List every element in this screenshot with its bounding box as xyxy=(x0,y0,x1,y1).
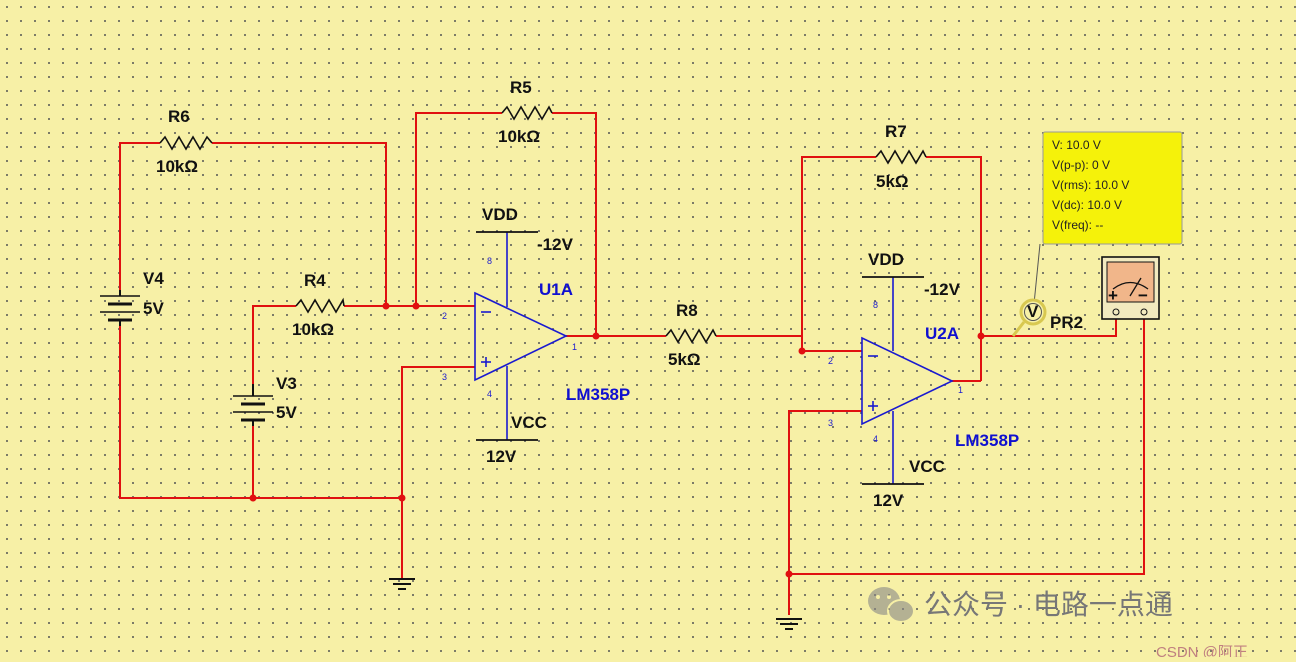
voltmeter[interactable] xyxy=(1101,256,1160,320)
ground-symbol-1 xyxy=(389,575,415,590)
probe-tip xyxy=(1011,321,1026,337)
u1-part: LM358P xyxy=(566,385,630,404)
u1-pin-top: 8 xyxy=(487,256,492,266)
v4-name: V4 xyxy=(143,269,164,288)
r6-symbol xyxy=(159,135,213,151)
wire-v3-r4 xyxy=(252,305,296,384)
r4-name: R4 xyxy=(304,271,326,290)
wire-u1plus-gnd xyxy=(401,366,475,575)
wire-r6-node xyxy=(212,142,387,306)
u2-vcc: VCC xyxy=(909,457,945,476)
r5-value: 10kΩ xyxy=(498,127,540,146)
u2-pin-top: 8 xyxy=(873,300,878,310)
wechat-icon xyxy=(868,587,915,623)
wires xyxy=(119,112,1145,615)
probe-symbol: V xyxy=(1027,302,1039,321)
reading-vpp: V(p-p): 0 V xyxy=(1052,158,1110,172)
wire-r5-right xyxy=(552,112,597,336)
wire-meter-minus xyxy=(789,318,1145,575)
r7-symbol xyxy=(875,149,927,165)
watermark-credit: CSDN @阿正 xyxy=(1156,644,1248,657)
r8-symbol xyxy=(665,328,717,344)
u1-vdd: VDD xyxy=(482,205,518,224)
meter-minus-label: − xyxy=(1138,286,1148,305)
meter-plus-label: + xyxy=(1108,286,1118,305)
wire-r7-right xyxy=(926,156,982,381)
r7-value: 5kΩ xyxy=(876,172,909,191)
reading-vdc: V(dc): 10.0 V xyxy=(1052,198,1122,212)
wire-r5-left xyxy=(415,112,502,306)
wire-v4-r6 xyxy=(119,142,160,290)
r6-name: R6 xyxy=(168,107,190,126)
r8-value: 5kΩ xyxy=(668,350,701,369)
u2-pin-minus: 2 xyxy=(828,356,833,366)
u1-vcc-value: 12V xyxy=(486,447,517,466)
u2-pin-plus: 3 xyxy=(828,418,833,428)
u2-vdd-value: -12V xyxy=(924,280,961,299)
u1-pin-bottom: 4 xyxy=(487,389,492,399)
u2-part: LM358P xyxy=(955,431,1019,450)
reading-v: V: 10.0 V xyxy=(1052,138,1101,152)
u1-pin-minus: 2 xyxy=(442,311,447,321)
u2-opamp[interactable] xyxy=(861,277,954,484)
r7-name: R7 xyxy=(885,122,907,141)
v3-value: 5V xyxy=(276,403,297,422)
u2-pin-bottom: 4 xyxy=(873,434,878,444)
u2-name: U2A xyxy=(925,324,959,343)
u1-vcc: VCC xyxy=(511,413,547,432)
u2-pin-out: 1 xyxy=(958,385,963,395)
watermark-text: 公众号 · 电路一点通 xyxy=(924,589,1173,620)
u2-vcc-value: 12V xyxy=(873,491,904,510)
resistor-symbols xyxy=(159,105,927,344)
v3-name: V3 xyxy=(276,374,297,393)
r6-value: 10kΩ xyxy=(156,157,198,176)
wire-u2plus-gnd xyxy=(788,410,862,615)
probe-tooltip: V: 10.0 V V(p-p): 0 V V(rms): 10.0 V V(d… xyxy=(1042,131,1183,245)
r5-symbol xyxy=(501,105,553,121)
r4-symbol xyxy=(295,297,345,314)
v4-battery xyxy=(100,290,140,326)
u1-name: U1A xyxy=(539,280,573,299)
ground-symbol-2 xyxy=(776,618,802,630)
r4-value: 10kΩ xyxy=(292,320,334,339)
reading-vfreq: V(freq): -- xyxy=(1052,218,1103,232)
u1-opamp[interactable] xyxy=(474,232,568,440)
probe-pr2[interactable] xyxy=(1019,298,1047,326)
u1-vdd-value: -12V xyxy=(537,235,574,254)
wire-r7-left xyxy=(801,156,876,336)
wire-out-meter-plus xyxy=(981,318,1117,337)
u1-pin-out: 1 xyxy=(572,342,577,352)
junctions xyxy=(249,302,985,578)
v4-value: 5V xyxy=(143,299,164,318)
wire-bottom-rail xyxy=(119,326,402,499)
probe-name: PR2 xyxy=(1050,313,1083,332)
v3-battery xyxy=(233,384,273,426)
u1-pin-plus: 3 xyxy=(442,372,447,382)
u2-vdd: VDD xyxy=(868,250,904,269)
reading-vrms: V(rms): 10.0 V xyxy=(1052,178,1129,192)
r5-name: R5 xyxy=(510,78,532,97)
r8-name: R8 xyxy=(676,301,698,320)
probe-leader-line xyxy=(1033,243,1041,305)
